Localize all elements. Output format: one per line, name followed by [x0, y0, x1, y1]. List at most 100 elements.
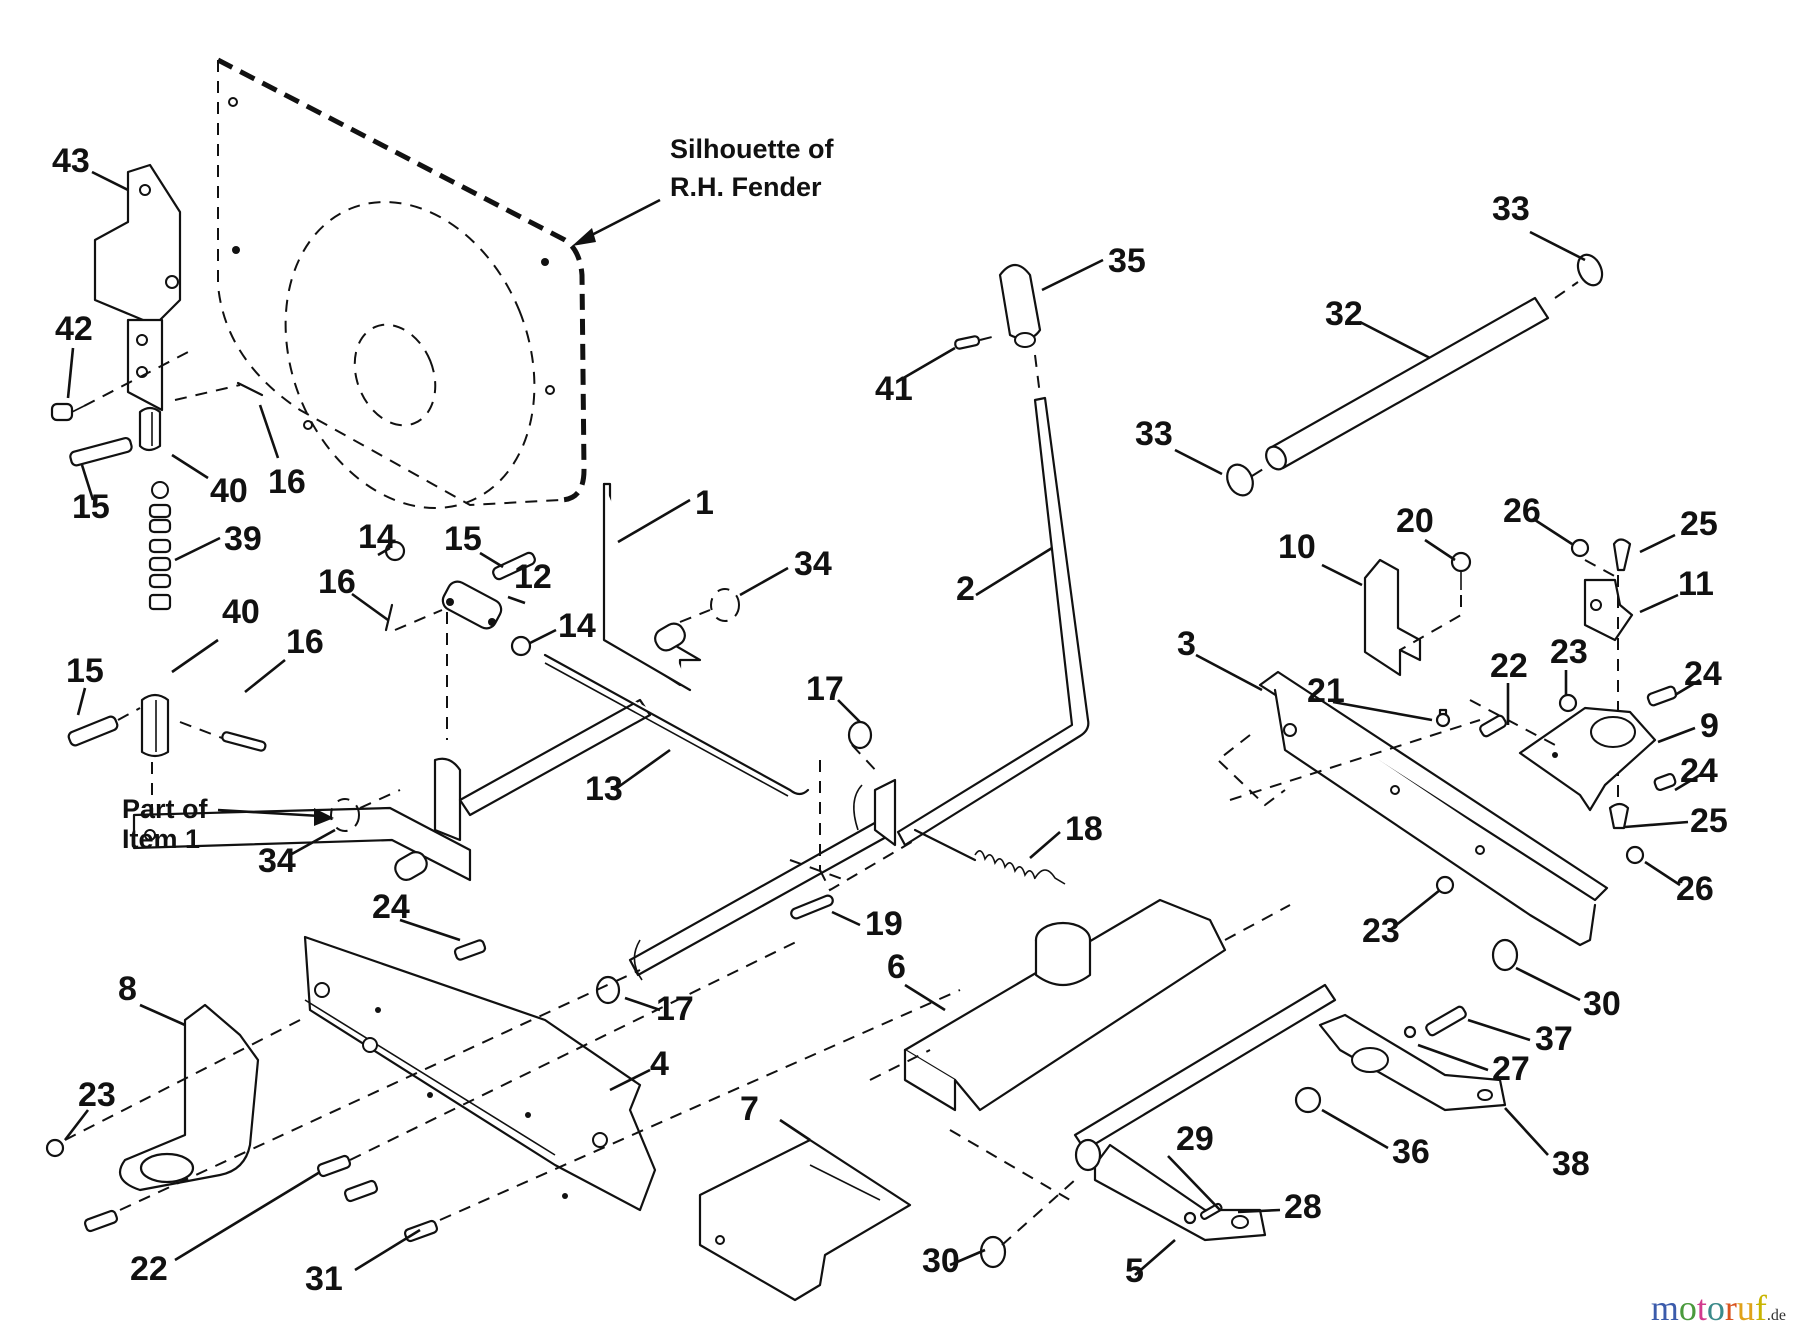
leader-line-16 — [351, 592, 389, 622]
leader-line-39 — [174, 536, 221, 562]
leader-line-11 — [1639, 593, 1679, 614]
leader-line-34 — [739, 566, 789, 597]
callout-33: 33 — [1135, 415, 1173, 453]
leader-line-31 — [354, 1228, 421, 1272]
arrow-head-icon — [314, 808, 334, 826]
watermark-letter: o — [1706, 1288, 1725, 1328]
leader-line-24 — [1674, 678, 1701, 697]
callout-20: 20 — [1396, 502, 1434, 540]
leader-line-16 — [258, 404, 280, 459]
leader-line-29 — [1167, 1155, 1221, 1211]
leader-line-40 — [171, 638, 219, 674]
leader-line-8 — [139, 1003, 186, 1027]
callout-29: 29 — [1176, 1120, 1214, 1158]
leader-line-25 — [1639, 533, 1676, 554]
callout-43: 43 — [52, 142, 90, 180]
callout-24: 24 — [372, 888, 410, 926]
leader-line-17 — [837, 699, 861, 723]
part-14-nuts — [384, 540, 532, 657]
leader-line-3 — [1195, 653, 1263, 692]
motoruf-watermark: motoruf.de — [1651, 1287, 1786, 1329]
leader-line-12 — [507, 595, 526, 605]
leader-line-15 — [76, 687, 87, 716]
leader-line-34 — [289, 828, 336, 857]
callout-35: 35 — [1108, 242, 1146, 280]
part-16-cotter-mid — [384, 603, 394, 632]
leader-line-10 — [1321, 563, 1363, 587]
watermark-letter: o — [1678, 1288, 1697, 1328]
part-3-frame-rail — [1216, 670, 1609, 947]
callout-11: 11 — [1678, 565, 1714, 603]
callout-15: 15 — [444, 520, 482, 558]
part-19-pin — [789, 760, 846, 920]
part-16-cotter-upper — [174, 381, 264, 401]
part-25-26-fasteners-top — [1570, 538, 1632, 579]
callout-34: 34 — [794, 545, 832, 583]
leader-line-23 — [1389, 888, 1441, 932]
part-32-shaft — [1265, 296, 1550, 471]
leader-line-38 — [1504, 1107, 1549, 1156]
leader-line-17 — [624, 996, 661, 1012]
part-13-rod — [543, 653, 810, 797]
leader-line-23 — [63, 1109, 90, 1141]
leader-line-40 — [171, 453, 209, 480]
callout-42: 42 — [55, 310, 93, 348]
callout-40: 40 — [210, 472, 248, 510]
leader-line-2 — [975, 546, 1053, 597]
callout-37: 37 — [1535, 1020, 1573, 1058]
leader-line-5 — [1134, 1239, 1176, 1276]
callout-25: 25 — [1680, 505, 1718, 543]
fender-label-line1: Silhouette of — [670, 134, 834, 164]
callout-12: 12 — [514, 558, 552, 596]
part-38-arm — [1318, 1013, 1507, 1112]
part-9-plate — [1518, 706, 1657, 812]
leader-line-24 — [399, 918, 461, 942]
callout-16: 16 — [286, 623, 324, 661]
part-43-bracket — [93, 163, 182, 412]
part-12-trunnion — [394, 580, 503, 740]
callout-22: 22 — [1490, 647, 1528, 685]
callout-23: 23 — [1362, 912, 1400, 950]
watermark-letter: u — [1736, 1288, 1755, 1328]
leader-line-15 — [80, 464, 95, 501]
leader-line-33 — [1529, 230, 1586, 262]
leader-line-15 — [479, 551, 504, 569]
watermark-letter: t — [1696, 1288, 1707, 1328]
callout-6: 6 — [887, 948, 906, 986]
callout-33: 33 — [1492, 190, 1530, 228]
callout-23: 23 — [78, 1076, 116, 1114]
callout-23: 23 — [1550, 633, 1588, 671]
part-27-28-29-36-37-fasteners — [1183, 1005, 1467, 1225]
callout-28: 28 — [1284, 1188, 1322, 1226]
leader-line-36 — [1321, 1108, 1389, 1150]
leader-line-4 — [609, 1068, 651, 1092]
part-22-23-24-31-bolts — [45, 939, 961, 1243]
leader-line-18 — [1029, 831, 1061, 859]
leader-line-19 — [831, 910, 861, 927]
part-20-bolt — [1399, 551, 1472, 651]
callout-13: 13 — [585, 770, 623, 808]
part-15-pin-lower — [67, 707, 141, 747]
leader-line-1 — [617, 498, 691, 544]
part-of-label-line2: Item 1 — [122, 824, 200, 854]
callout-32: 32 — [1325, 295, 1363, 333]
callout-26: 26 — [1676, 870, 1714, 908]
part-7-plate — [698, 1138, 912, 1302]
leader-line-26 — [1534, 518, 1573, 546]
part-15-pin-upper — [69, 436, 133, 467]
callout-41: 41 — [875, 370, 913, 408]
leader-line-24 — [1674, 773, 1701, 792]
leader-line-13 — [613, 748, 671, 792]
callout-39: 39 — [224, 520, 262, 558]
leader-line-42 — [66, 347, 75, 399]
part-30-collars — [979, 938, 1519, 1269]
callout-24: 24 — [1680, 752, 1718, 790]
part-18-spring — [819, 828, 1066, 892]
arrow-head-icon — [572, 228, 596, 246]
leader-line-30 — [1515, 966, 1581, 1002]
watermark-tld: .de — [1766, 1307, 1786, 1324]
callout-15: 15 — [66, 652, 104, 690]
part-39-chain — [148, 481, 172, 611]
